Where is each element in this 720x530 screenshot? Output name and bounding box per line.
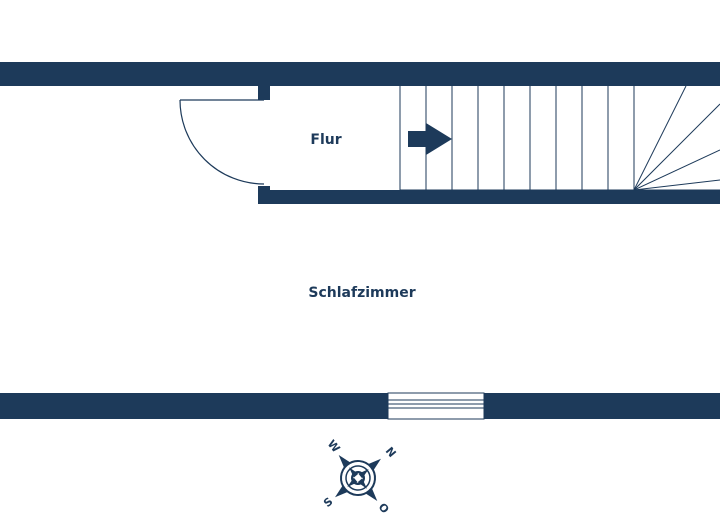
- window: [387, 392, 485, 420]
- compass-east: O: [376, 501, 392, 517]
- room-label-flur: Flur: [310, 132, 341, 148]
- compass-north: N: [383, 445, 399, 460]
- corridor-bottom-wall: [258, 190, 720, 204]
- door: [179, 99, 265, 185]
- staircase: [399, 85, 720, 191]
- compass-south: S: [321, 495, 335, 510]
- bottom-wall-right: [484, 393, 720, 419]
- stair-direction-arrow-icon: [408, 123, 452, 155]
- top-wall: [0, 62, 720, 86]
- bottom-wall-left: [0, 393, 388, 419]
- compass-west: W: [325, 437, 343, 455]
- room-label-schlafzimmer: Schlafzimmer: [308, 285, 415, 301]
- corridor-wall-stub: [258, 86, 270, 100]
- compass-icon: N O S W: [321, 437, 399, 517]
